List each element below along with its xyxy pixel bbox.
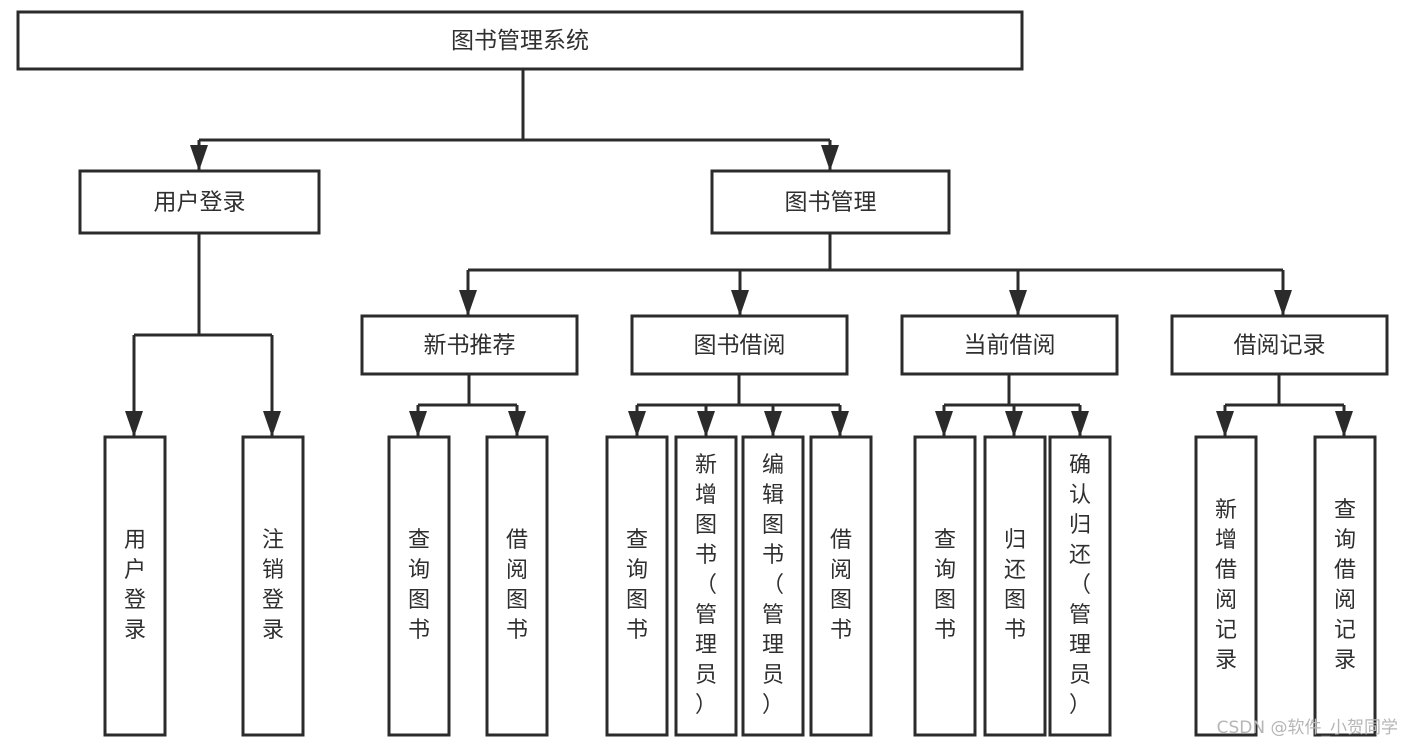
node-label: 查询借阅记录 <box>1334 498 1356 673</box>
node-leaf-add-book[interactable]: 新增图书（管理员） <box>674 435 738 737</box>
user-login-arrow-icon <box>263 411 281 437</box>
node-box[interactable] <box>809 435 873 737</box>
node-leaf-return-book[interactable]: 归还图书 <box>983 435 1047 737</box>
node-label: 编辑图书（管理员） <box>762 453 784 718</box>
node-label: 图书管理系统 <box>451 28 589 54</box>
node-label: 查询图书 <box>934 528 956 643</box>
node-leaf-user-login[interactable]: 用户登录 <box>103 435 167 737</box>
node-leaf-confirm-return[interactable]: 确认归还（管理员） <box>1048 435 1112 737</box>
node-box[interactable] <box>605 435 669 737</box>
node-label: 用户登录 <box>154 190 246 216</box>
node-box[interactable] <box>241 435 305 737</box>
node-box[interactable] <box>485 435 549 737</box>
node-book-manage[interactable]: 图书管理 <box>710 169 951 235</box>
node-label: 借阅记录 <box>1234 333 1326 359</box>
connector-layer <box>125 69 1353 437</box>
node-box[interactable] <box>1170 314 1389 376</box>
node-leaf-query-book-1[interactable]: 查询图书 <box>387 435 451 737</box>
node-box[interactable] <box>630 314 849 376</box>
node-leaf-edit-book[interactable]: 编辑图书（管理员） <box>741 435 805 737</box>
node-box[interactable] <box>16 10 1024 71</box>
node-box[interactable] <box>710 169 951 235</box>
watermark-layer: CSDN @软件_小贺同学 <box>1217 718 1398 738</box>
node-borrow-record[interactable]: 借阅记录 <box>1170 314 1389 376</box>
current-borrow-arrow-icon <box>1005 411 1023 437</box>
node-user-login[interactable]: 用户登录 <box>78 169 321 235</box>
node-box[interactable] <box>741 435 805 737</box>
current-borrow-arrow-icon <box>1071 411 1089 437</box>
node-current-borrow[interactable]: 当前借阅 <box>900 314 1119 376</box>
node-label: 归还图书 <box>1004 528 1026 643</box>
node-box[interactable] <box>103 435 167 737</box>
node-label: 借阅图书 <box>506 528 528 643</box>
book-manage-arrow-icon <box>1274 290 1292 316</box>
node-book-borrow[interactable]: 图书借阅 <box>630 314 849 376</box>
node-leaf-borrow-book-2[interactable]: 借阅图书 <box>809 435 873 737</box>
new-book-recommend-arrow-icon <box>508 411 526 437</box>
book-manage-arrow-icon <box>731 290 749 316</box>
node-box[interactable] <box>1048 435 1112 737</box>
node-label: 注销登录 <box>262 528 284 643</box>
node-leaf-query-record[interactable]: 查询借阅记录 <box>1313 435 1377 737</box>
node-label: 图书管理 <box>785 190 877 216</box>
node-new-book-recommend[interactable]: 新书推荐 <box>360 314 579 376</box>
book-borrow-arrow-icon <box>831 411 849 437</box>
node-label: 查询图书 <box>408 528 430 643</box>
node-leaf-add-record[interactable]: 新增借阅记录 <box>1194 435 1258 737</box>
node-label: 新增借阅记录 <box>1215 498 1237 673</box>
node-label: 新书推荐 <box>424 333 516 359</box>
node-box[interactable] <box>1194 435 1258 737</box>
node-label: 确认归还（管理员） <box>1069 453 1091 718</box>
node-box[interactable] <box>360 314 579 376</box>
node-label: 新增图书（管理员） <box>695 453 717 718</box>
node-root[interactable]: 图书管理系统 <box>16 10 1024 71</box>
root-arrow-icon <box>190 145 208 171</box>
book-manage-arrow-icon <box>459 290 477 316</box>
new-book-recommend-arrow-icon <box>409 411 427 437</box>
book-manage-arrow-icon <box>1009 290 1027 316</box>
book-borrow-arrow-icon <box>628 411 646 437</box>
node-leaf-user-logout[interactable]: 注销登录 <box>241 435 305 737</box>
node-label: 用户登录 <box>124 528 146 643</box>
node-box[interactable] <box>1313 435 1377 737</box>
node-box[interactable] <box>913 435 977 737</box>
node-box[interactable] <box>983 435 1047 737</box>
node-box[interactable] <box>674 435 738 737</box>
node-label: 当前借阅 <box>964 333 1056 359</box>
borrow-record-arrow-icon <box>1216 411 1234 437</box>
node-label: 借阅图书 <box>830 528 852 643</box>
node-box[interactable] <box>900 314 1119 376</box>
node-label: 查询图书 <box>626 528 648 643</box>
node-layer: 图书管理系统用户登录图书管理新书推荐图书借阅当前借阅借阅记录用户登录注销登录查询… <box>16 10 1389 737</box>
node-leaf-query-book-3[interactable]: 查询图书 <box>913 435 977 737</box>
book-borrow-arrow-icon <box>764 411 782 437</box>
csdn-watermark: CSDN @软件_小贺同学 <box>1217 718 1398 738</box>
borrow-record-arrow-icon <box>1335 411 1353 437</box>
current-borrow-arrow-icon <box>935 411 953 437</box>
root-arrow-icon <box>821 145 839 171</box>
node-leaf-query-book-2[interactable]: 查询图书 <box>605 435 669 737</box>
node-leaf-borrow-book-1[interactable]: 借阅图书 <box>485 435 549 737</box>
user-login-arrow-icon <box>125 411 143 437</box>
node-box[interactable] <box>78 169 321 235</box>
book-borrow-arrow-icon <box>697 411 715 437</box>
node-box[interactable] <box>387 435 451 737</box>
node-label: 图书借阅 <box>694 333 786 359</box>
